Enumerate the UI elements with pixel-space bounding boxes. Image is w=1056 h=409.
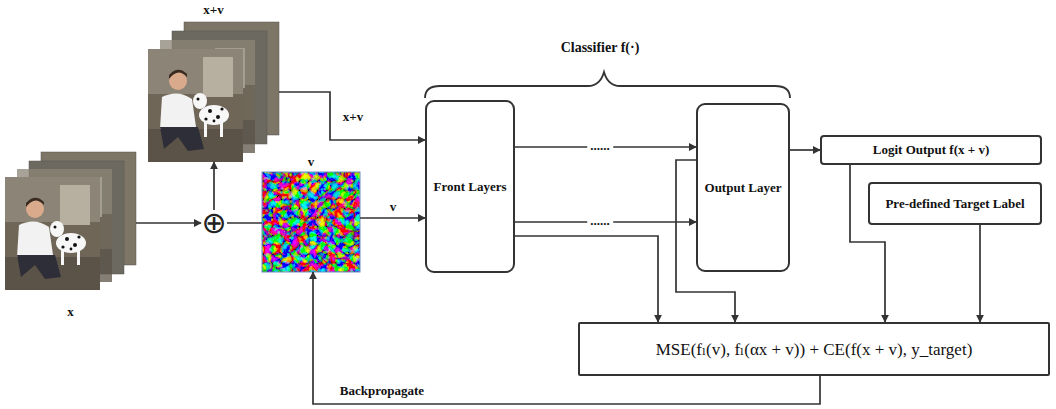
edge-label: v — [387, 199, 400, 215]
group-label: Classifier f(·) — [561, 40, 640, 56]
edge-label: ...... — [587, 213, 613, 229]
box-text: Front Layers — [429, 179, 510, 195]
image-stack: x+v — [148, 20, 279, 162]
image-stack: x — [5, 152, 136, 290]
connector-arrow — [515, 236, 658, 322]
image-label: x — [0, 304, 156, 320]
layer-box: Output Layer — [696, 103, 790, 272]
image-label: v — [242, 154, 380, 170]
target-box: Pre-defined Target Label — [868, 182, 1042, 225]
perturbation-image: v — [262, 172, 360, 272]
input-image-stack — [5, 152, 136, 290]
sum-symbol: ⊕ — [201, 210, 227, 236]
connector-arrow — [279, 92, 425, 140]
box-text: Output Layer — [701, 180, 786, 196]
loss-box: MSE(fₗ(v), fₗ(αx + v)) + CE(f(x + v), y_… — [578, 322, 1050, 376]
perturbation-pattern — [262, 172, 360, 272]
connector-arrow — [213, 162, 215, 210]
output-box: Logit Output f(x + v) — [820, 135, 1042, 165]
edge-label: x+v — [340, 109, 366, 125]
box-text: MSE(fₗ(v), fₗ(αx + v)) + CE(f(x + v), y_… — [652, 339, 977, 360]
connector-arrow — [979, 225, 981, 322]
perturbed-image-stack — [148, 22, 279, 162]
connector-arrow — [136, 222, 201, 224]
image-label: x+v — [128, 2, 299, 18]
box-text: Logit Output f(x + v) — [869, 142, 993, 158]
layer-box: Front Layers — [425, 100, 515, 273]
classifier-brace — [425, 72, 790, 98]
edge-label: ...... — [587, 138, 613, 154]
connector-arrow — [360, 217, 425, 219]
connector-arrow — [227, 222, 262, 224]
box-text: Pre-defined Target Label — [881, 196, 1028, 212]
sum-glyph: ⊕ — [197, 210, 230, 236]
connector-arrow — [790, 149, 820, 151]
edge-label: Backpropagate — [337, 383, 427, 399]
